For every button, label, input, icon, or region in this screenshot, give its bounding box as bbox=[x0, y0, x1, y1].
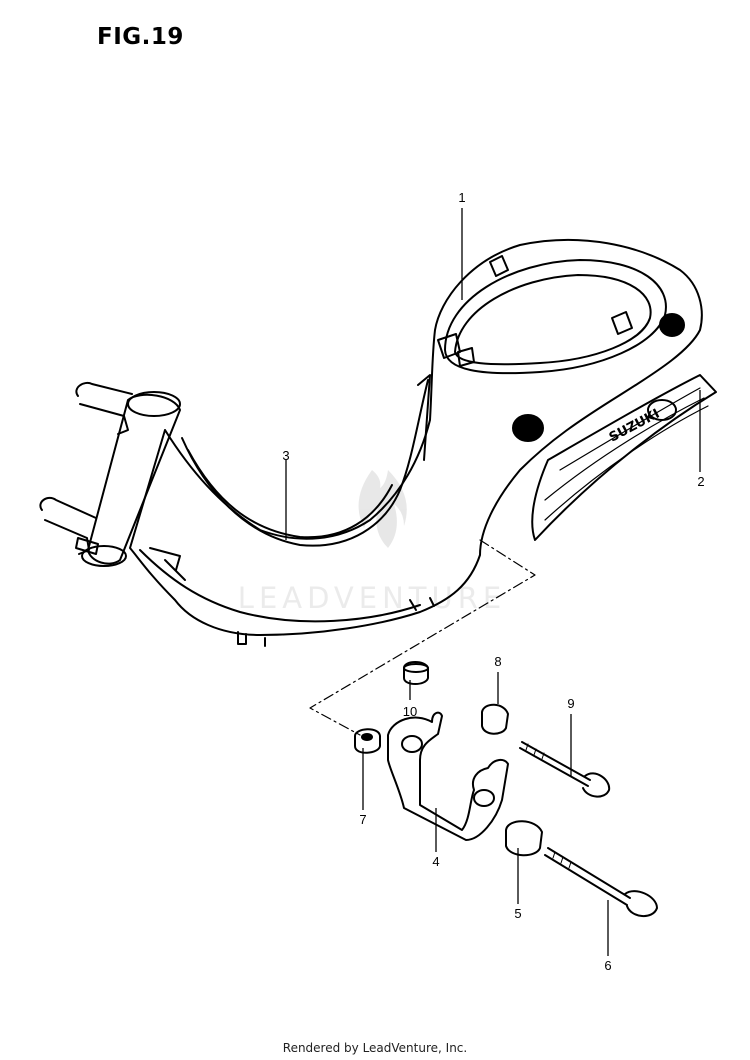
decal-strip bbox=[531, 374, 717, 541]
steering-head-tube bbox=[87, 393, 181, 565]
callout-1: 1 bbox=[458, 190, 465, 205]
callout-9: 9 bbox=[567, 696, 574, 711]
callout-2: 2 bbox=[697, 474, 704, 489]
callouts: 1 2 3 4 5 6 7 8 9 10 bbox=[282, 190, 704, 973]
callout-8: 8 bbox=[494, 654, 501, 669]
callout-7: 7 bbox=[359, 812, 366, 827]
part-9-bolt bbox=[519, 741, 611, 798]
part-7-washer bbox=[354, 728, 381, 754]
inner-trough bbox=[181, 379, 429, 547]
side-hole bbox=[512, 414, 544, 442]
part-5-spacer bbox=[505, 820, 543, 857]
part-4-bracket bbox=[387, 711, 509, 841]
watermark: LEADVENTURE bbox=[238, 470, 506, 615]
figure-title: FIG.19 bbox=[97, 24, 184, 50]
watermark-text: LEADVENTURE bbox=[238, 581, 506, 615]
callout-10: 10 bbox=[403, 704, 417, 719]
footer-credit: Rendered by LeadVenture, Inc. bbox=[282, 1041, 468, 1055]
part-6-bolt bbox=[544, 847, 658, 917]
callout-4: 4 bbox=[432, 854, 439, 869]
callout-5: 5 bbox=[514, 906, 521, 921]
callout-6: 6 bbox=[604, 958, 611, 973]
leg-shield-cover bbox=[129, 238, 703, 636]
callout-3: 3 bbox=[282, 448, 289, 463]
dash-dot-outline bbox=[309, 539, 536, 736]
part-8-spacer bbox=[481, 703, 509, 735]
part-10-collar bbox=[403, 661, 429, 685]
